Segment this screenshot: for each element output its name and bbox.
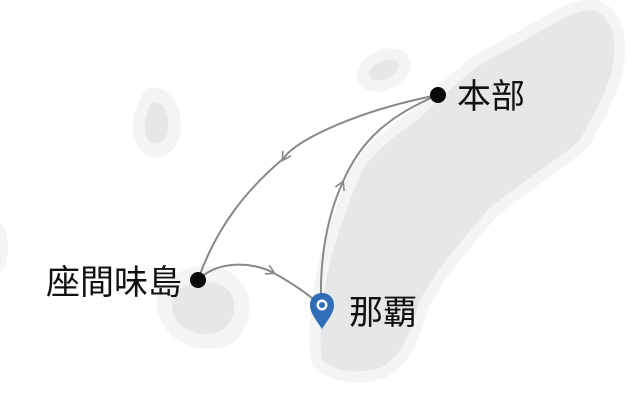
zamami-island (156, 266, 250, 349)
route-naha-motobu-tail (341, 94, 439, 185)
okinawa-main-island (309, 0, 626, 383)
island-edge-left (0, 222, 8, 272)
route-naha-motobu (319, 180, 345, 301)
land-layer (0, 0, 626, 383)
zamami-dot[interactable] (190, 272, 206, 288)
labels-layer: 本部 座間味島 那覇 (46, 77, 525, 333)
zamami-label: 座間味島 (46, 263, 182, 303)
naha-location-pin-icon[interactable] (310, 293, 334, 329)
routes-layer (197, 94, 439, 306)
island-small-north (357, 48, 411, 92)
naha-label: 那覇 (349, 293, 417, 333)
motobu-label: 本部 (457, 77, 525, 117)
route-zamami-naha (197, 263, 276, 281)
motobu-dot[interactable] (430, 87, 446, 103)
route-motobu-zamami-tail (197, 157, 285, 281)
route-motobu-zamami (281, 94, 439, 162)
markers-layer (190, 87, 446, 329)
island-west (133, 87, 182, 157)
